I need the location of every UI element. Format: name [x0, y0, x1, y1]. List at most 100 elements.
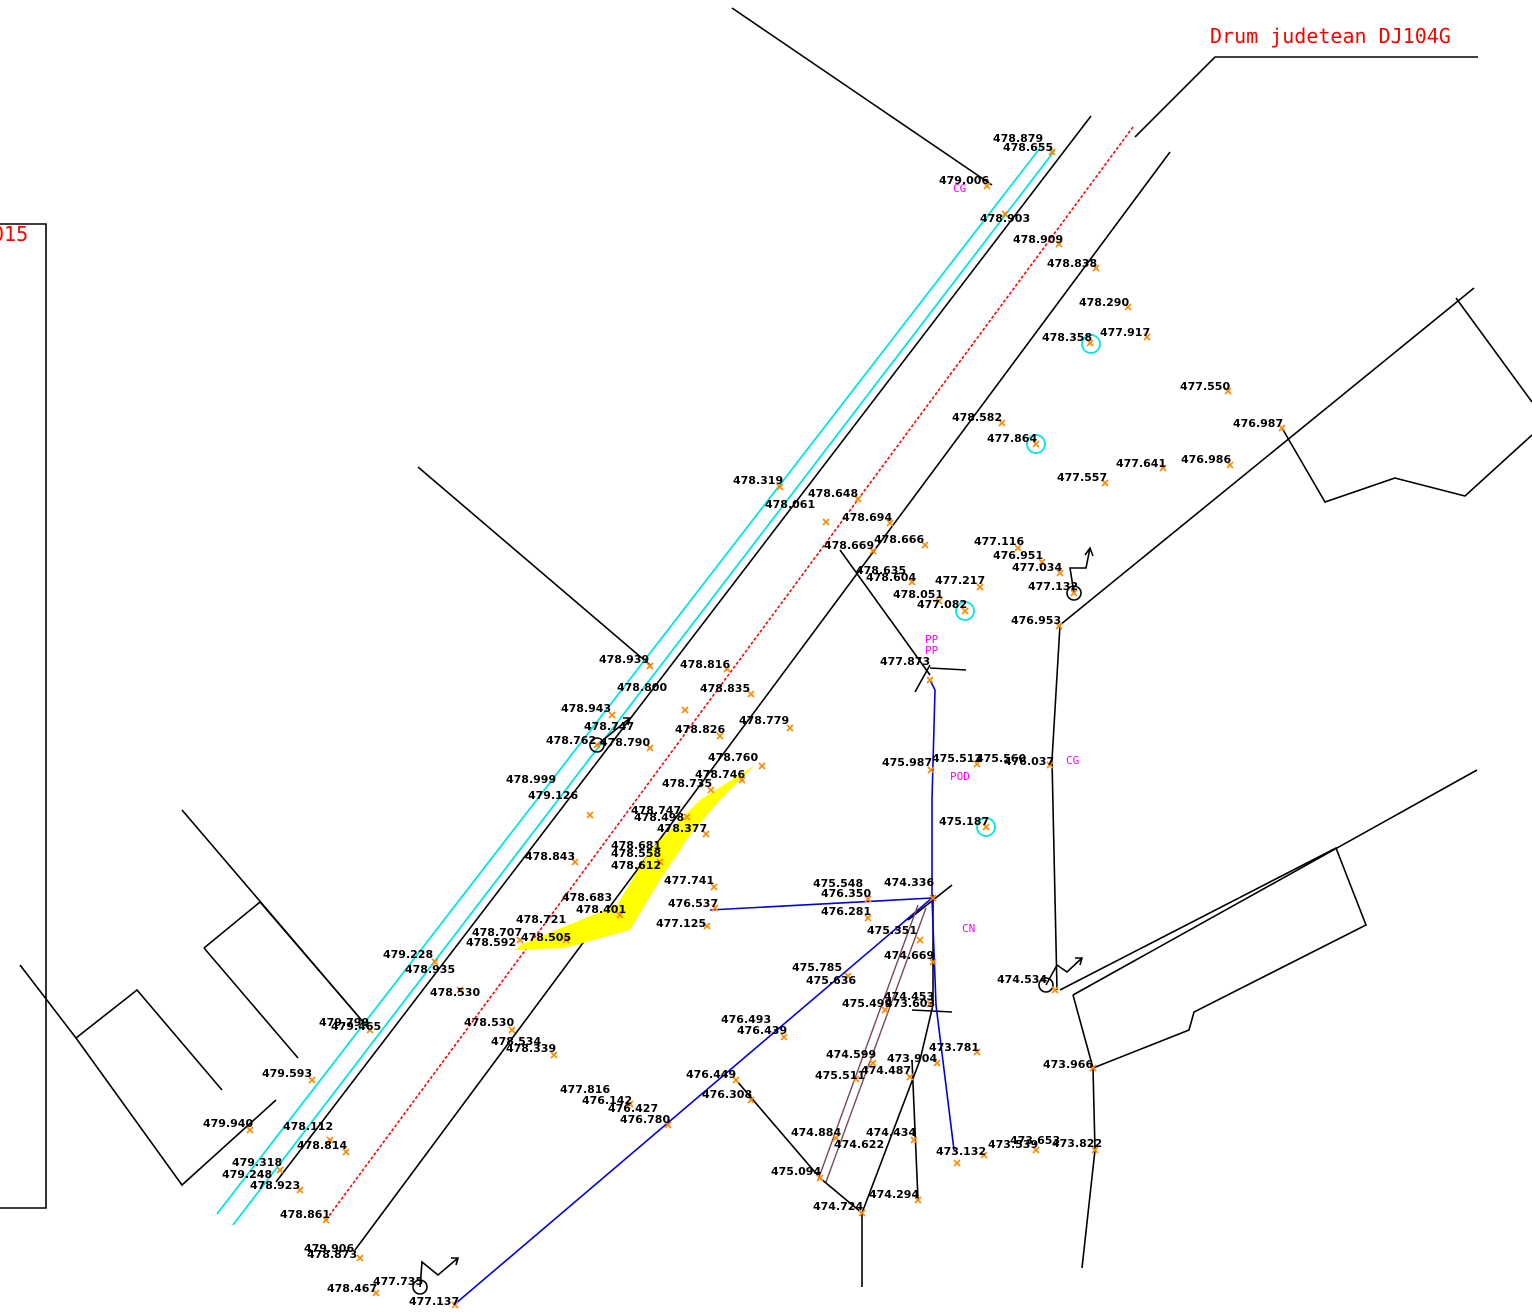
pole-2: [589, 717, 632, 753]
elevation-label: 478.339: [506, 1042, 556, 1055]
point-code-label: PP: [925, 633, 939, 646]
elevation-label: 476.449: [686, 1068, 736, 1081]
survey-point-mark: [935, 597, 943, 605]
tree-ring-1: [1081, 334, 1101, 354]
survey-point-mark: [881, 1006, 889, 1014]
survey-point-mark: [711, 904, 719, 912]
elevation-label: 475.987: [882, 756, 932, 769]
elevation-label: 473.539: [988, 1138, 1038, 1151]
survey-point-mark: [776, 483, 784, 491]
culvert: [817, 904, 927, 1183]
elevation-label: 478.582: [952, 411, 1002, 424]
survey-point-mark: [869, 1059, 877, 1067]
elevation-label: 477.641: [1116, 457, 1166, 470]
elevation-label: 478.835: [700, 682, 750, 695]
elevation-label: 474.599: [826, 1048, 876, 1061]
survey-point-mark: [908, 578, 916, 586]
survey-point-mark: [852, 1075, 860, 1083]
survey-point-mark: [914, 1196, 922, 1204]
survey-point-mark: [780, 1033, 788, 1041]
survey-point-mark: [1226, 461, 1234, 469]
elevation-label: 477.873: [880, 655, 930, 668]
cn-tick-3: [911, 1009, 953, 1013]
pole-4: [412, 1257, 460, 1295]
survey-points: [246, 148, 1286, 1309]
pipe-west: [709, 897, 933, 911]
south-path-3: [911, 1059, 919, 1201]
culvert-edge-1: [817, 904, 919, 1181]
elevation-label: 474.434: [866, 1126, 916, 1139]
survey-point-mark: [982, 823, 990, 831]
elevation-label: 478.530: [464, 1016, 514, 1029]
elevation-label: 476.439: [737, 1024, 787, 1037]
elevation-label: 478.290: [1079, 296, 1129, 309]
survey-point-mark: [738, 776, 746, 784]
survey-point-mark: [550, 1051, 558, 1059]
elevation-label: 476.142: [582, 1094, 632, 1107]
survey-point-mark: [716, 732, 724, 740]
survey-point-mark: [921, 541, 929, 549]
elevation-label: 476.037: [1004, 755, 1054, 768]
survey-point-mark: [593, 741, 601, 749]
elevation-label: 478.760: [708, 751, 758, 764]
lower-right-line: [1072, 769, 1478, 996]
survey-point-mark: [296, 1186, 304, 1194]
survey-point-mark: [916, 936, 924, 944]
elevation-label: 474.453: [884, 990, 934, 1003]
right-property-line: [1059, 287, 1475, 626]
parcel-line-mid: [417, 466, 651, 666]
elevation-label: 475.094: [771, 1165, 821, 1178]
survey-point-mark: [702, 830, 710, 838]
left-building-2: [203, 900, 371, 1031]
elevation-label: 475.512: [932, 752, 982, 765]
survey-point-mark: [656, 858, 664, 866]
elevation-label: 479.906: [304, 1242, 354, 1255]
parcel-line-top: [731, 7, 993, 186]
elevation-label: 477.917: [1100, 326, 1150, 339]
elevation-label: 476.951: [993, 549, 1043, 562]
elevation-label: 473.966: [1043, 1058, 1093, 1071]
survey-point-mark: [929, 958, 937, 966]
survey-point-mark: [973, 760, 981, 768]
elevation-label: 478.790: [600, 736, 650, 749]
elevation-label: 475.351: [867, 924, 917, 937]
survey-point-mark: [747, 1096, 755, 1104]
survey-point-mark: [372, 1289, 380, 1297]
survey-point-mark: [1143, 333, 1151, 341]
elevation-label: 478.935: [405, 963, 455, 976]
survey-point-mark: [1278, 424, 1286, 432]
left-building-5: [75, 1037, 277, 1187]
lower-right-building: [1059, 846, 1368, 1070]
elevation-label: 478.747: [584, 720, 634, 733]
survey-point-mark: [854, 495, 862, 503]
elevation-label: 478.683: [562, 891, 612, 904]
survey-point-mark: [933, 1059, 941, 1067]
elevation-label: 478.999: [506, 773, 556, 786]
survey-point-mark: [1038, 558, 1046, 566]
elevation-label: 479.126: [528, 789, 578, 802]
survey-point-mark: [646, 744, 654, 752]
south-path-1: [735, 1079, 863, 1287]
elevation-label: 478.943: [561, 702, 611, 715]
survey-point-mark: [822, 518, 830, 526]
survey-point-mark: [1055, 622, 1063, 630]
elevation-label: 476.537: [668, 897, 718, 910]
point-code-label: CG: [953, 182, 966, 195]
elevation-label: 473.822: [1052, 1137, 1102, 1150]
survey-point-mark: [1092, 264, 1100, 272]
survey-point-mark: [929, 894, 937, 902]
ditch-cross-line: [839, 549, 931, 676]
elevation-label: 475.187: [939, 815, 989, 828]
elevation-label: 478.903: [980, 212, 1030, 225]
elevation-label: 478.604: [866, 571, 916, 584]
top-road-leader: [1134, 56, 1478, 138]
elevation-labels: 478.879478.655479.006478.903478.909478.8…: [203, 132, 1283, 1308]
elevation-label: 478.655: [1003, 141, 1053, 154]
elevation-label: 473.603: [885, 997, 935, 1010]
elevation-label: 474.724: [813, 1200, 863, 1213]
elevation-label: 478.681: [611, 839, 661, 852]
survey-point-mark: [308, 1076, 316, 1084]
left-building-3: [203, 947, 299, 1059]
elevation-label: 478.612: [611, 859, 661, 872]
elevation-label: 479.940: [203, 1117, 253, 1130]
